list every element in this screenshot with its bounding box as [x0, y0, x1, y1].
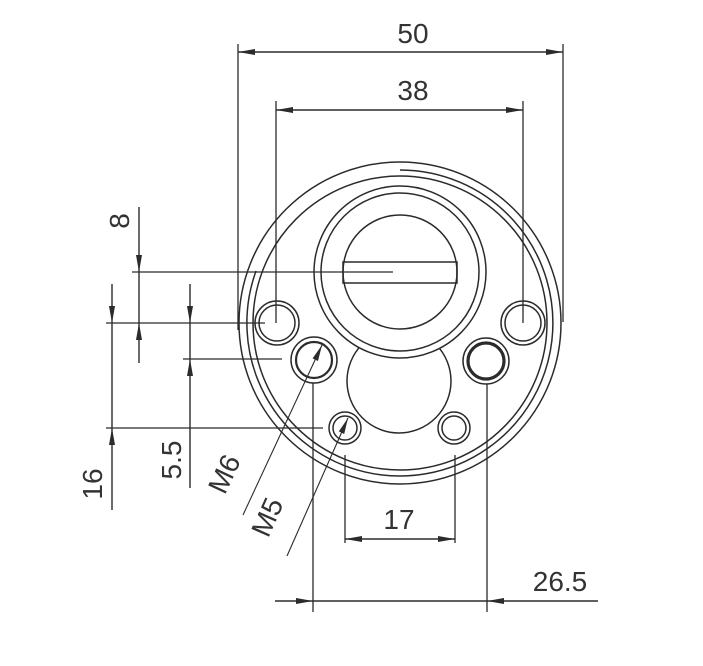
arrow-down-icon [187, 306, 193, 323]
dim-label-50: 50 [397, 18, 428, 49]
arrow-down-icon [109, 306, 115, 323]
dim-label-8: 8 [104, 213, 135, 229]
dimension-upper-hole-spacing: 38 [275, 75, 524, 323]
hole-lower-left-m5 [328, 411, 362, 445]
arrow-up-icon [187, 359, 193, 376]
dim-label-16: 16 [77, 468, 108, 499]
arrow-left-icon [276, 107, 293, 113]
dimension-overall-diameter: 50 [237, 18, 564, 330]
dim-label-26-5: 26.5 [533, 566, 588, 597]
arrow-right-icon [546, 49, 563, 55]
dimension-upper-to-middle: 5.5 [156, 284, 193, 488]
dim-label-17: 17 [383, 504, 414, 535]
arrow-left-icon [345, 536, 362, 542]
lock-cylinder [313, 185, 487, 359]
callout-m6: M6 [202, 344, 323, 516]
arrow-left-icon [487, 598, 504, 604]
arrow-up-icon [136, 323, 142, 340]
hole-middle-left-m6 [290, 336, 338, 384]
arrow-right-icon [296, 598, 313, 604]
dimension-upper-to-lower: 16 [77, 284, 115, 510]
dimension-middle-hole-spacing: 26.5 [275, 383, 598, 612]
hole-lower-right [437, 411, 471, 445]
left-extension-lines [106, 271, 393, 429]
dimension-lower-hole-spacing: 17 [344, 455, 456, 543]
dim-label-5-5: 5.5 [156, 441, 187, 480]
arrow-up-icon [109, 428, 115, 445]
arrow-right-icon [506, 107, 523, 113]
hole-middle-right [462, 337, 510, 385]
mounting-holes [254, 300, 546, 445]
thread-label-m5: M5 [245, 493, 289, 541]
arrow-down-icon [136, 255, 142, 272]
leader-arrow-icon [338, 418, 348, 434]
dimension-slot-offset: 8 [104, 207, 142, 363]
dim-label-38: 38 [397, 75, 428, 106]
leader-arrow-icon [312, 345, 322, 361]
key-slot [342, 261, 458, 284]
arrow-left-icon [238, 49, 255, 55]
thread-label-m6: M6 [202, 450, 247, 498]
arrow-right-icon [438, 536, 455, 542]
middle-ring-partial [246, 169, 554, 477]
